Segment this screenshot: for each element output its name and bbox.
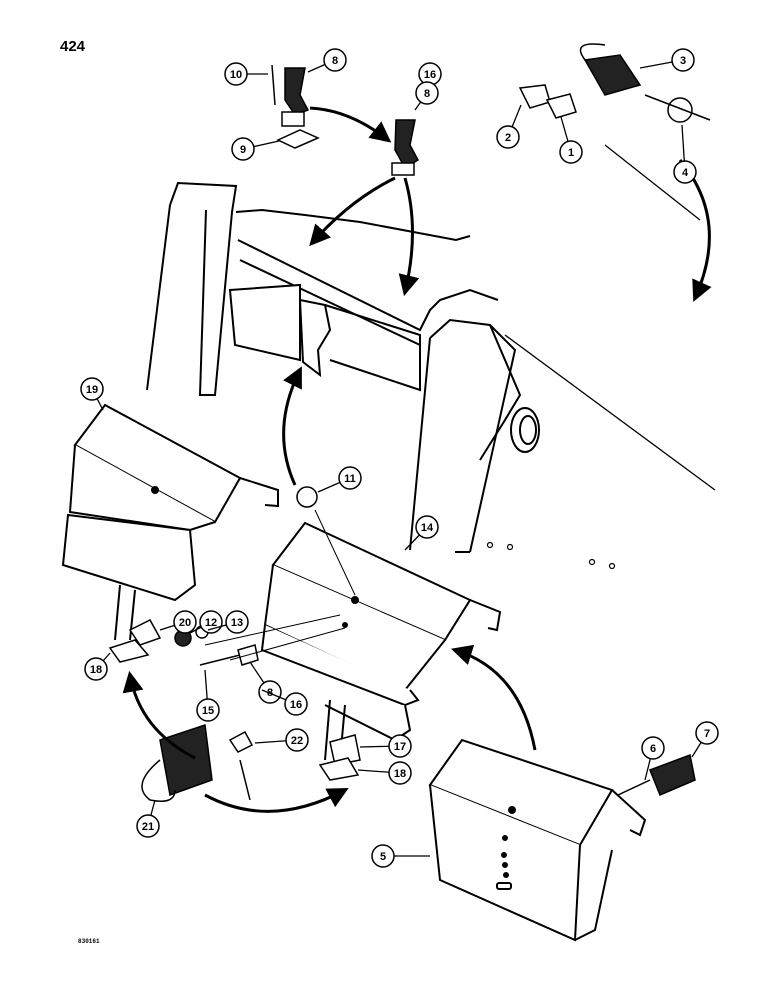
callout-circle [196, 698, 220, 722]
callout-label: 17 [394, 741, 406, 753]
left-cover-box [61, 403, 279, 641]
callout-label: 7 [704, 728, 710, 740]
callout-circle [388, 734, 412, 758]
callout-label: 8 [424, 88, 430, 100]
callout-5: 5 [371, 844, 430, 868]
callout-circle [415, 515, 439, 539]
callout-circle [559, 140, 583, 164]
front-cover-box [428, 738, 647, 942]
callout-layer: 1089168321419111412132018158162217182167… [80, 48, 719, 868]
callout-label: 21 [142, 821, 154, 833]
callout-10: 10 [224, 62, 268, 86]
callout-circle [225, 610, 249, 634]
callout-11: 11 [317, 466, 362, 493]
callout-22: 22 [254, 728, 309, 752]
callout-18: 18 [357, 761, 412, 785]
callout-label: 5 [380, 851, 386, 863]
callout-circle [496, 125, 520, 149]
callout-8: 8 [414, 81, 439, 111]
callout-6: 6 [641, 736, 665, 781]
callout-circle [258, 680, 282, 704]
page-number: 424 [60, 38, 86, 55]
callout-circle [284, 692, 308, 716]
callout-circle [323, 48, 347, 72]
callout-2: 2 [496, 104, 522, 149]
callout-4: 4 [673, 124, 697, 184]
callout-9: 9 [231, 137, 280, 161]
callout-label: 13 [231, 617, 243, 629]
callout-circle [173, 610, 197, 634]
callout-label: 4 [682, 167, 689, 179]
bolt-marks [486, 541, 616, 570]
callout-18: 18 [84, 652, 111, 681]
callout-label: 10 [230, 69, 242, 81]
callout-label: 19 [86, 384, 98, 396]
callout-20: 20 [159, 610, 197, 634]
loader-frame [146, 144, 716, 553]
callout-label: 18 [394, 768, 406, 780]
alignment-lines [204, 509, 356, 661]
callout-circle [388, 761, 412, 785]
callout-circle [231, 137, 255, 161]
callout-1: 1 [559, 116, 583, 164]
callout-label: 16 [290, 699, 302, 711]
callout-label: 3 [680, 55, 686, 67]
callout-14: 14 [404, 515, 439, 551]
callout-circle [371, 844, 395, 868]
callout-label: 6 [650, 743, 656, 755]
callout-label: 20 [179, 617, 191, 629]
callout-label: 18 [90, 664, 102, 676]
callout-label: 16 [424, 69, 436, 81]
callout-circle [136, 814, 160, 838]
callout-circle [671, 48, 695, 72]
callout-label: 8 [332, 55, 338, 67]
callout-label: 15 [202, 705, 214, 717]
callout-19: 19 [80, 377, 104, 411]
callout-circle [338, 466, 362, 490]
callout-label: 11 [344, 473, 356, 485]
callout-21: 21 [136, 799, 160, 838]
center-cover-box [260, 521, 502, 761]
callout-13: 13 [207, 610, 249, 634]
figure-code: 830161 [78, 938, 100, 945]
callout-8: 8 [307, 48, 347, 73]
callout-label: 2 [505, 132, 511, 144]
callout-label: 14 [421, 522, 434, 534]
callout-circle [224, 62, 248, 86]
callout-circle [80, 377, 104, 401]
callout-7: 7 [691, 721, 719, 758]
callout-circle [673, 160, 697, 184]
callout-16: 16 [261, 689, 308, 716]
callout-15: 15 [196, 669, 220, 722]
callout-circle [285, 728, 309, 752]
callout-circle [415, 81, 439, 105]
hardware-parts [108, 43, 711, 802]
callout-8: 8 [249, 661, 282, 704]
callout-circle [84, 657, 108, 681]
callout-label: 1 [568, 147, 574, 159]
callout-label: 9 [240, 144, 246, 156]
callout-label: 12 [205, 617, 217, 629]
callout-circle [695, 721, 719, 745]
callout-17: 17 [359, 734, 412, 758]
callout-label: 22 [291, 735, 303, 747]
callout-3: 3 [639, 48, 695, 72]
callout-circle [641, 736, 665, 760]
